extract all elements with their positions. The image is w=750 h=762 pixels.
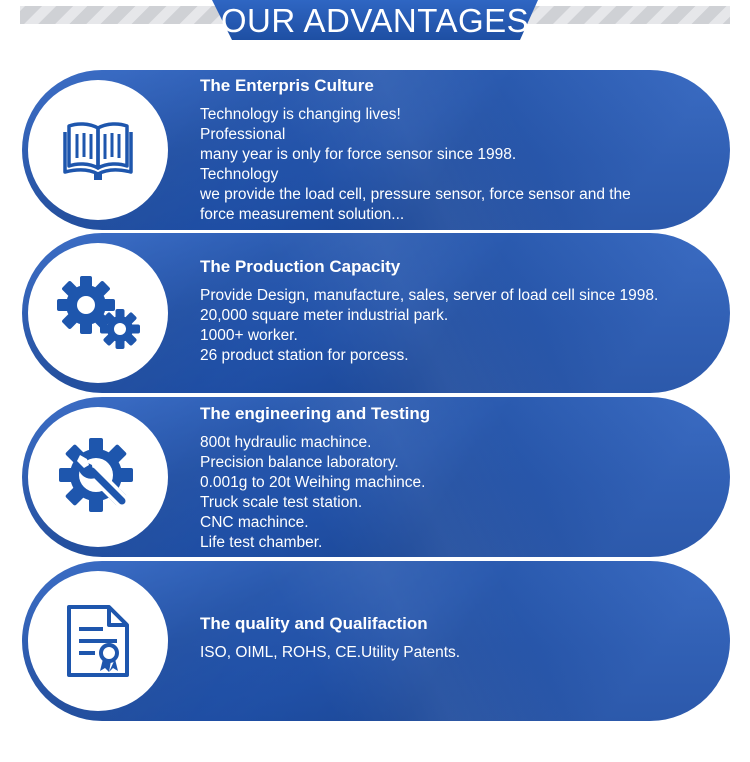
section-icon-circle [28, 571, 168, 711]
section-line: force measurement solution... [200, 206, 405, 223]
section-line: 20,000 square meter industrial park. [200, 307, 449, 324]
section-line: ISO, OIML, ROHS, CE.Utility Patents. [200, 644, 461, 661]
section-line: 1000+ worker. [200, 327, 298, 344]
section-icon-circle [28, 407, 168, 547]
section-icon-circle [28, 243, 168, 383]
book-icon [63, 122, 133, 180]
header-banner: OUR ADVANTAGES [0, 0, 750, 48]
section-line: many year is only for force sensor since… [200, 146, 517, 163]
section-line: Professional [200, 126, 286, 143]
section-line: 800t hydraulic machince. [200, 434, 372, 451]
section-line: Technology [200, 166, 279, 183]
section-line: Technology is changing lives! [200, 106, 401, 123]
section-line: Truck scale test station. [200, 494, 363, 511]
section-line: 0.001g to 20t Weihing machince. [200, 474, 426, 491]
header-stripes [20, 0, 730, 40]
certificate-icon [67, 605, 129, 677]
section-title: The Production Capacity [200, 257, 401, 276]
gears-icon [57, 276, 140, 349]
page-title: OUR ADVANTAGES [220, 2, 530, 39]
section-line: Life test chamber. [200, 534, 323, 551]
section-line: 26 product station for porcess. [200, 347, 409, 364]
section-title: The quality and Qualifaction [200, 614, 428, 633]
gear-wrench-icon [59, 438, 133, 512]
section-line: Provide Design, manufacture, sales, serv… [200, 287, 659, 304]
section-line: Precision balance laboratory. [200, 454, 399, 471]
section-line: we provide the load cell, pressure senso… [200, 186, 631, 203]
section-icon-circle [28, 80, 168, 220]
section-line: CNC machince. [200, 514, 309, 531]
section-title: The engineering and Testing [200, 404, 431, 423]
section-title: The Enterpris Culture [200, 76, 374, 95]
